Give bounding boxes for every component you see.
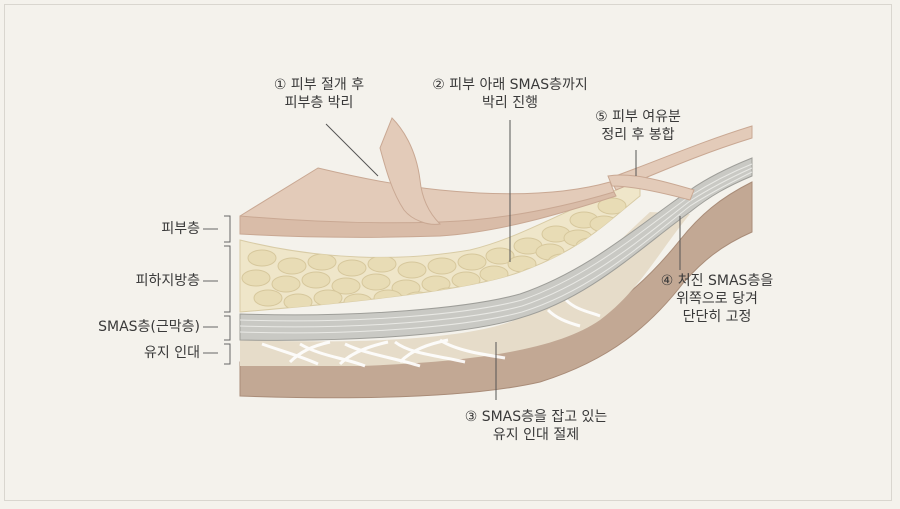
label-ligament: 유지 인대 [144, 345, 200, 361]
step-1-line-1: ① 피부 절개 후 [273, 77, 365, 93]
smas-layer [239, 157, 753, 341]
step-2-line-1: ② 피부 아래 SMAS층까지 [432, 77, 588, 93]
step-5-line-2: 정리 후 봉합 [601, 127, 675, 143]
leader-lines [325, 120, 681, 400]
retaining-ligament-fibers [261, 298, 601, 368]
step-3-line-1: ③ SMAS층을 잡고 있는 [464, 409, 608, 425]
ligament-zone [240, 212, 690, 366]
step-4-line-3: 단단히 고정 [682, 309, 752, 325]
step-4-annotation: ④ 처진 SMAS층을 위쪽으로 당겨 단단히 고정 [642, 272, 792, 326]
skin-front-face [239, 191, 617, 238]
label-smas-layer: SMAS층(근막층) [98, 319, 200, 335]
step-1-annotation: ① 피부 절개 후 피부층 박리 [254, 76, 384, 112]
label-fat-layer: 피하지방층 [135, 273, 200, 289]
step-2-annotation: ② 피부 아래 SMAS층까지 박리 진행 [410, 76, 610, 112]
layer-brackets [203, 215, 231, 365]
step-4-line-2: 위쪽으로 당겨 [676, 291, 758, 307]
diagram-frame [4, 4, 892, 501]
label-skin-layer: 피부층 [161, 221, 200, 237]
step-5-annotation: ⑤ 피부 여유분 정리 후 봉합 [578, 108, 698, 144]
skin-strip-right [609, 125, 753, 191]
skin-flap-5 [607, 174, 695, 201]
step-3-annotation: ③ SMAS층을 잡고 있는 유지 인대 절제 [436, 408, 636, 444]
step-4-line-1: ④ 처진 SMAS층을 [660, 273, 774, 289]
step-3-line-2: 유지 인대 절제 [492, 427, 580, 443]
smas-fiber-lines [239, 163, 753, 334]
step-1-line-2: 피부층 박리 [284, 95, 354, 111]
step-2-line-2: 박리 진행 [482, 95, 538, 111]
step-5-line-1: ⑤ 피부 여유분 [595, 109, 681, 125]
skin-flap-1 [379, 117, 442, 225]
